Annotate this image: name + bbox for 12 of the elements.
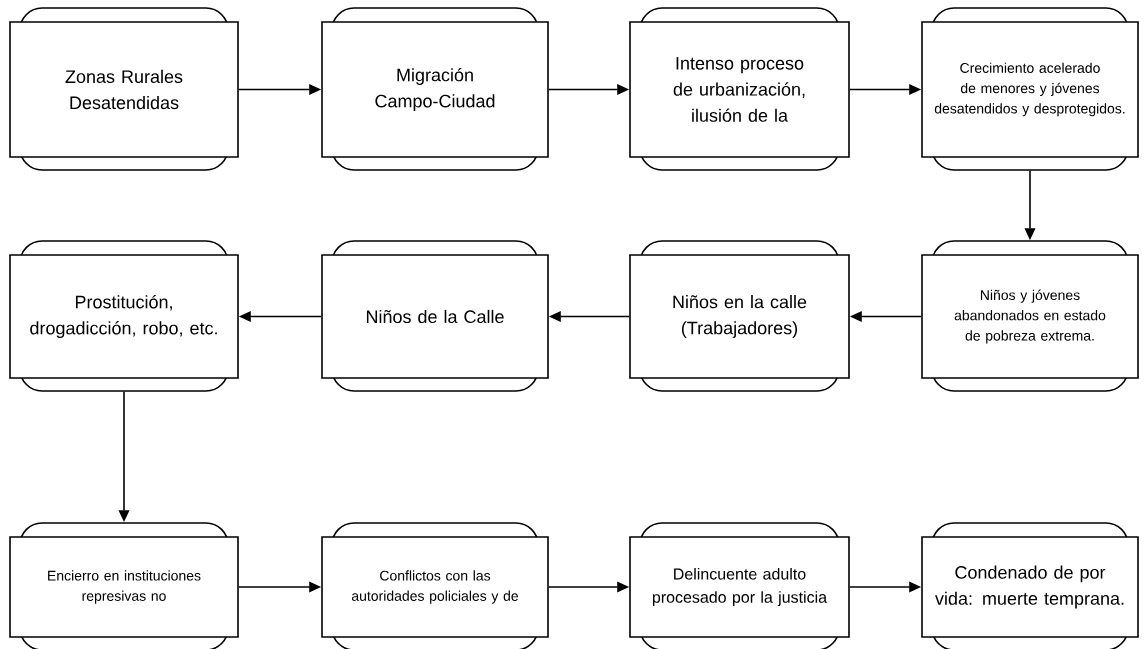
process-box: Encierro en instituciones represivas no xyxy=(9,522,239,649)
process-box: Intenso proceso de urbanización, ilusión de la xyxy=(629,7,850,171)
process-box: Prostitución, drogadicción, robo, etc. xyxy=(9,240,239,392)
process-box: Delincuente adulto procesado por la justicia xyxy=(629,522,850,649)
process-box: Zonas Rurales Desatendidas xyxy=(9,7,239,171)
process-box: Niños y jóvenes abandonados en estado de pobreza extrema. xyxy=(921,240,1139,392)
process-box: Migración Campo-Ciudad xyxy=(321,7,549,171)
process-box: Niños de la Calle xyxy=(321,240,549,392)
process-box: Niños en la calle (Trabajadores) xyxy=(629,240,850,392)
process-box: Condenado de por vida: muerte temprana. xyxy=(921,522,1139,649)
process-box: Conflictos con las autoridades policiales y de xyxy=(321,522,549,649)
process-box: Crecimiento acelerado de menores y jóvenes desatendidos y desprotegidos. xyxy=(921,7,1139,171)
